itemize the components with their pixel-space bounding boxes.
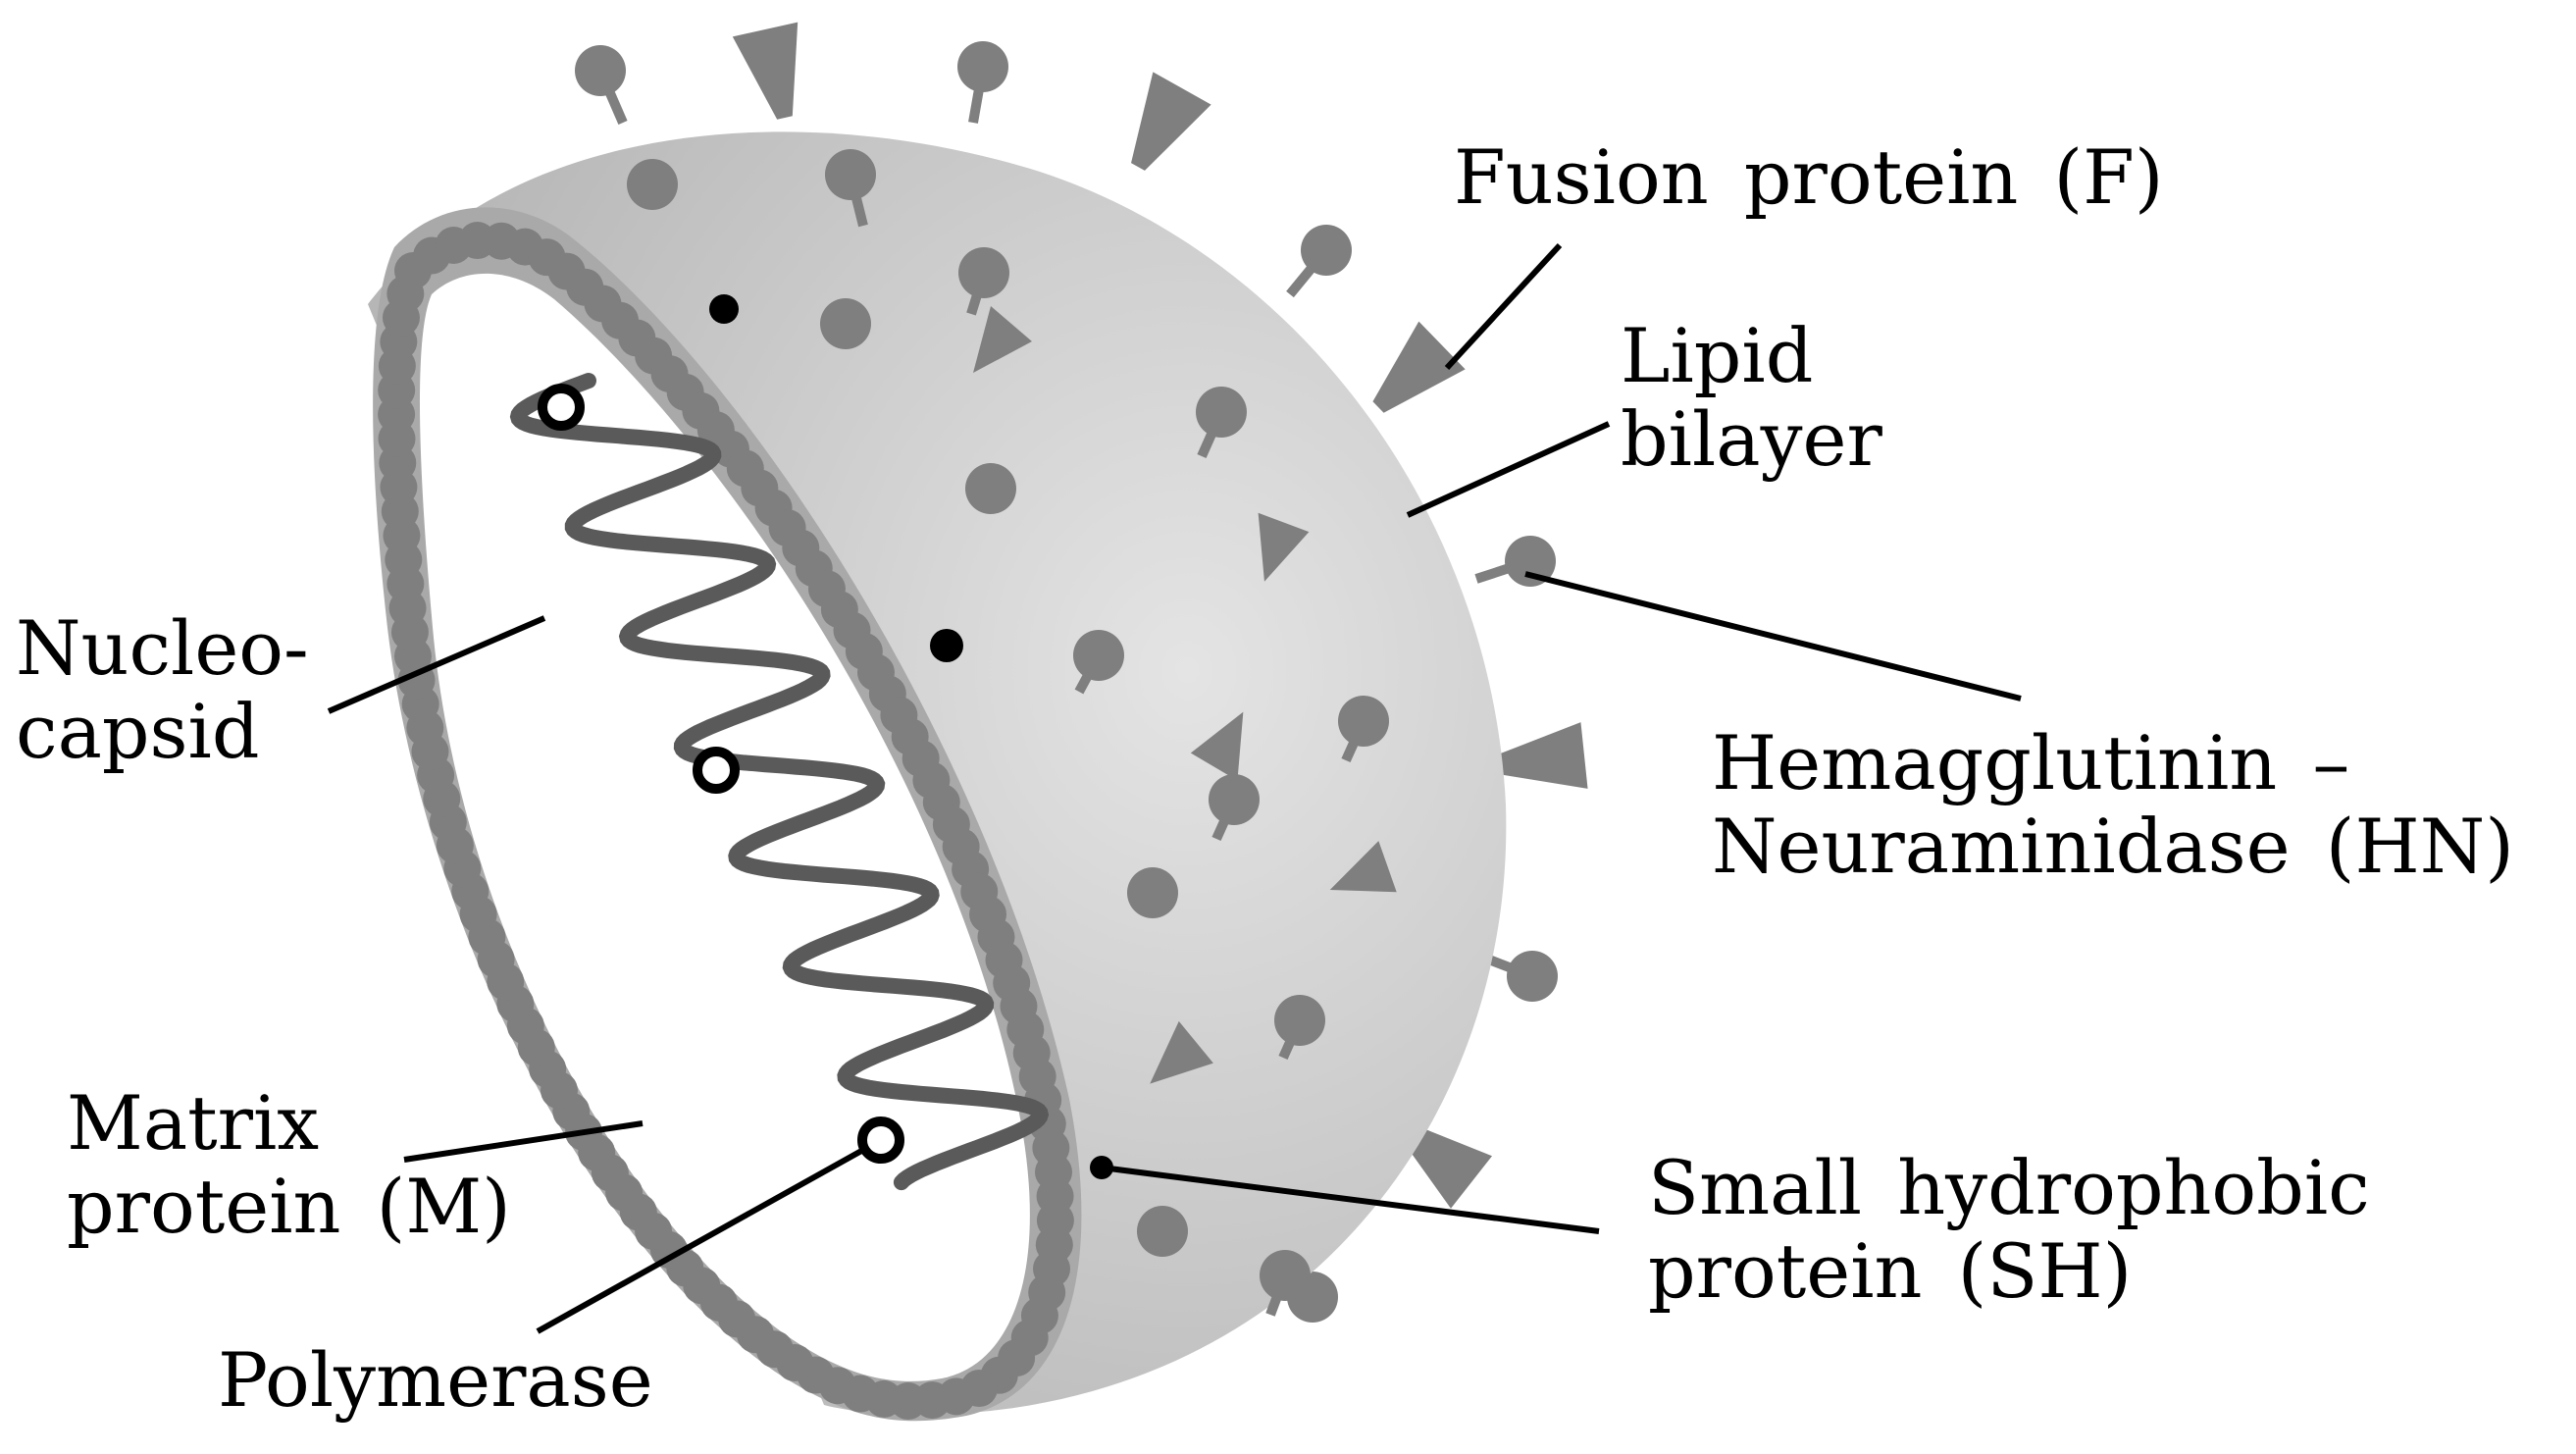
spike-ball-icon [957,41,1008,92]
polymerase-group [538,384,904,1164]
label-fusion-protein: Fusion protein (F) [1454,133,2164,221]
leader-lipid [1406,421,1611,518]
spike-stem-icon [1265,1273,1290,1317]
spike-trumpet-icon [1490,722,1588,789]
leader-nucleo [327,615,546,714]
polymerase-ring-icon [538,384,585,431]
spike-trumpet-icon [1131,72,1211,171]
spike-ball-icon [1301,225,1352,276]
label-lipid-line2: bilayer [1621,395,1882,484]
spike-ball-icon [1137,1206,1188,1257]
spike-ball-icon [575,45,626,96]
spike-triangle-icon [1258,512,1310,582]
label-sh-line1: Small hydrophobic [1648,1144,2370,1231]
label-hemagglutinin-neuraminidase: Hemagglutinin –Neuraminidase (HN) [1712,721,2514,888]
label-matrix-line1: Matrix [67,1079,320,1167]
sh-dot-icon [930,629,963,662]
leader-polymerase [536,1147,865,1334]
label-hn-line2: Neuraminidase (HN) [1712,803,2514,891]
polymerase-ring-icon [693,747,740,794]
spike-ball-icon [1505,536,1556,587]
spike-triangle-icon [1329,841,1397,893]
spike-ball-icon [1507,951,1558,1002]
nucleocapsid-rna-coil [509,373,1050,1191]
spike-triangle-icon [1190,711,1244,781]
spike-stem-icon [1074,652,1104,695]
label-lipid-line1: Lipid [1621,312,1814,399]
spike-triangle-icon [973,306,1032,373]
label-nucleo-line1: Nucleo- [16,604,309,692]
spike-stem-icon [1341,718,1368,763]
sh-dot-icon [709,294,739,324]
envelope-interior-opening [419,273,1030,1381]
spike-ball-icon [627,159,678,210]
leader-lines [327,242,2022,1334]
leader-fusion [1444,242,1563,371]
spike-trumpet-icon [1372,321,1466,413]
label-nucleocapsid: Nucleo-capsid [16,606,309,773]
spike-stem-icon [1197,409,1226,459]
label-nucleo-line2: capsid [16,688,260,776]
leader-sh [1101,1165,1600,1234]
surface-protein-group [627,149,1397,1317]
spike-ball-icon [1127,867,1178,918]
spike-ball-icon [820,298,871,349]
leader-hn [1524,571,2022,701]
label-hn-line1: Hemagglutinin – [1712,719,2350,806]
spike-trumpet-icon [1398,1121,1493,1209]
polymerase-ring-icon [857,1116,904,1164]
leader-matrix [403,1120,644,1163]
spike-stem-icon [846,173,868,228]
matrix-protein-layer [378,222,1074,1421]
spike-stem-icon [1211,797,1239,842]
label-matrix-line2: protein (M) [67,1163,511,1251]
matrix-bead-icon [386,275,425,313]
spike-ball-icon [965,463,1016,514]
label-sh-line2: protein (SH) [1648,1227,2133,1316]
spike-stem-icon [1278,1017,1305,1061]
spike-stem-icon [966,271,989,316]
label-polymerase: Polymerase [218,1336,653,1424]
spike-triangle-icon [1150,1020,1213,1084]
spike-trumpet-icon [732,22,799,120]
